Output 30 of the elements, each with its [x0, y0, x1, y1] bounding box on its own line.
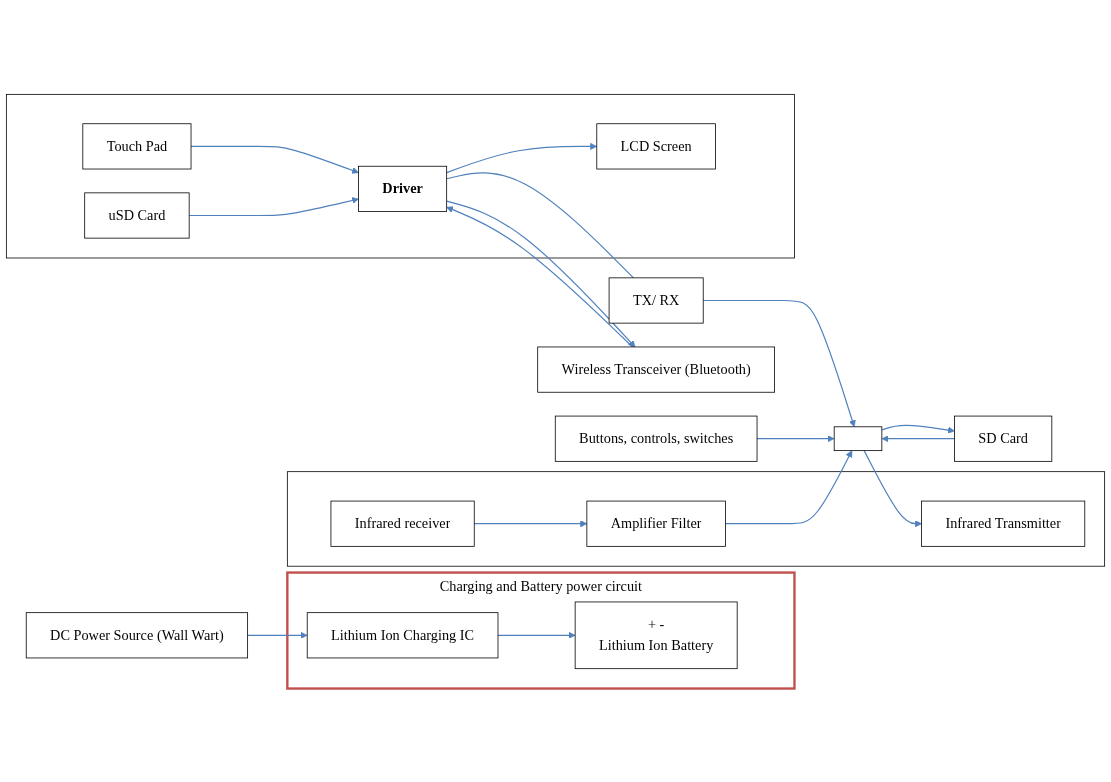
cluster [5, 93, 795, 258]
node-box: DC Power Source (Wall Wart) [25, 611, 248, 658]
node-box: SD Card [954, 415, 1053, 462]
arrow [188, 196, 359, 216]
node-box: Infrared receiver [330, 500, 475, 547]
node-box: Infrared Transmitter [921, 500, 1086, 547]
arrow [702, 299, 856, 427]
node-box: Buttons, controls, switches [554, 415, 758, 462]
arrow [863, 449, 922, 527]
arrow [497, 631, 576, 639]
arrow [881, 424, 955, 434]
node-box [833, 425, 883, 451]
node-box: LCD Screen [596, 122, 716, 169]
arrow [446, 142, 598, 173]
arrow [247, 631, 308, 639]
arrow [190, 145, 359, 174]
node-box: Touch Pad [82, 122, 192, 169]
connector [446, 171, 635, 278]
arrow [881, 434, 956, 442]
node-box: + - Lithium Ion Battery [574, 601, 738, 669]
node-box: TX/ RX [608, 277, 704, 324]
node-box: Wireless Transceiver (Bluetooth) [537, 346, 775, 393]
cluster [286, 470, 1106, 567]
node-box: Amplifier Filter [586, 500, 726, 547]
arrow [473, 519, 588, 527]
node-box: uSD Card [84, 192, 190, 239]
node-box: Driver [358, 165, 448, 212]
arrow [756, 434, 835, 442]
arrow [724, 449, 853, 524]
node-box: Lithium Ion Charging IC [306, 611, 499, 658]
